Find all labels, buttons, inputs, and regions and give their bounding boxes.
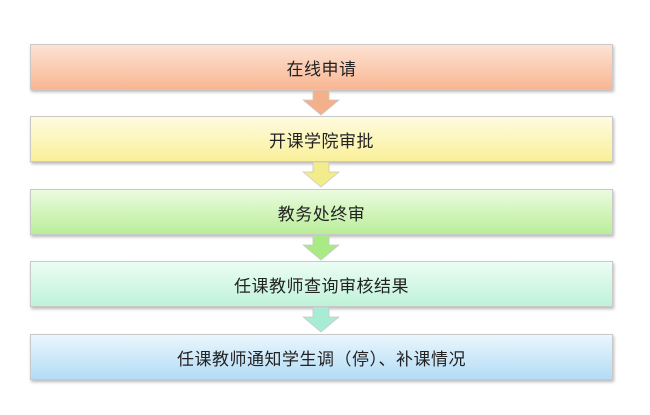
down-arrow-icon (302, 162, 340, 188)
down-arrow-icon (302, 307, 340, 333)
down-arrow-icon (302, 90, 340, 116)
step-label: 任课教师查询审核结果 (234, 276, 409, 297)
step-label: 在线申请 (286, 59, 357, 80)
step-label: 开课学院审批 (269, 131, 374, 152)
step-teacher-notifies-students: 任课教师通知学生调（停）、补课情况 (30, 334, 613, 380)
step-teacher-checks-result: 任课教师查询审核结果 (30, 261, 613, 307)
down-arrow-icon (302, 235, 340, 261)
step-label: 任课教师通知学生调（停）、补课情况 (177, 349, 466, 370)
step-online-application: 在线申请 (30, 44, 613, 90)
step-college-approval: 开课学院审批 (30, 116, 613, 162)
step-academic-affairs-final-review: 教务处终审 (30, 189, 613, 235)
step-label: 教务处终审 (277, 204, 366, 225)
